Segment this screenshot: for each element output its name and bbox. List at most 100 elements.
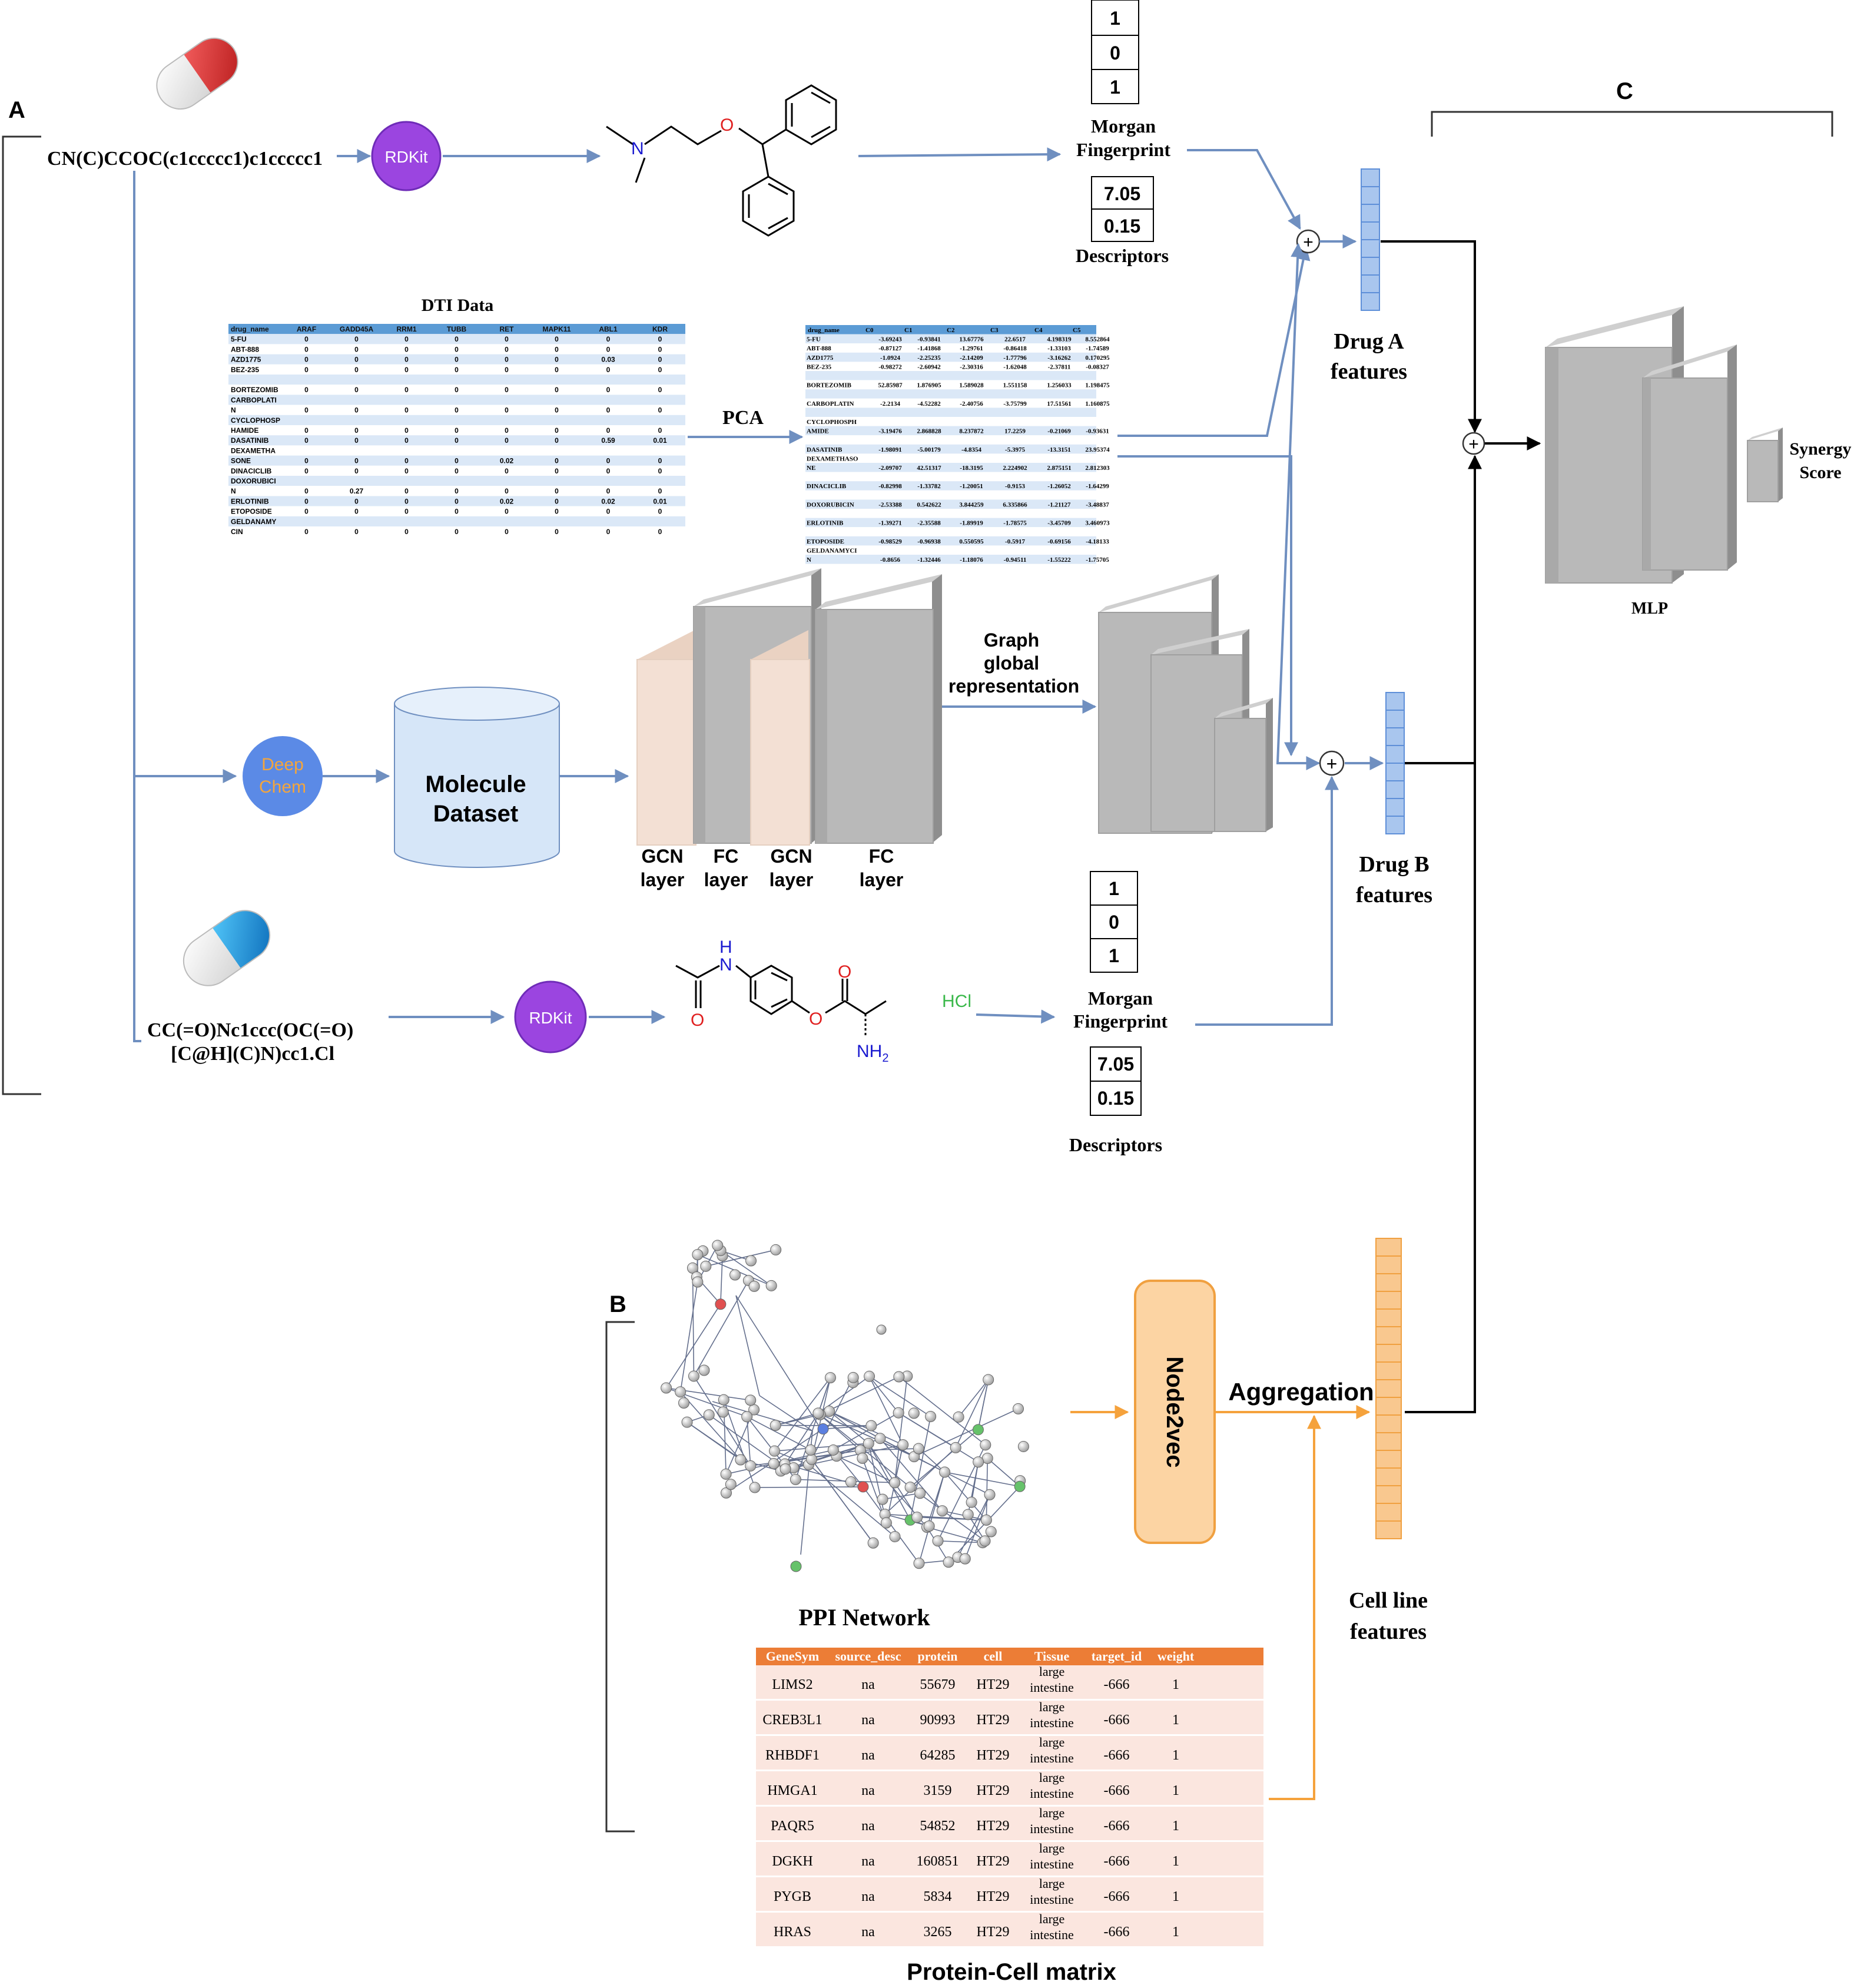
dti-cell: BEZ-235 (231, 366, 259, 374)
pca-cell: -0.8656 (880, 556, 900, 564)
pca-cell: 52.85987 (878, 382, 903, 389)
pca-cell: 22.6517 (1004, 336, 1026, 343)
protein-cell-value: na (861, 1889, 875, 1904)
protein-cell-value: 3265 (924, 1924, 952, 1940)
drug-a-features-label-2: features (1331, 359, 1407, 384)
protein-cell-value: intestine (1030, 1715, 1074, 1730)
dti-cell: GELDANAMY (231, 518, 276, 526)
pca-cell: -0.96938 (917, 538, 941, 545)
dti-cell: 0 (354, 335, 359, 343)
gcn-layer-1-label-2: layer (641, 869, 685, 890)
dti-cell: 0 (606, 335, 611, 343)
protein-cell-value: -666 (1104, 1818, 1130, 1834)
feature-cell (1375, 1432, 1402, 1451)
pca-cell: -5.00179 (917, 446, 941, 453)
feature-cell (1375, 1414, 1402, 1433)
pca-cell: -1.89919 (960, 520, 983, 527)
protein-cell-header: target_id (1092, 1649, 1142, 1664)
dti-cell: 0 (606, 528, 611, 536)
protein-cell-value: HT29 (977, 1818, 1010, 1834)
dti-cell: 0 (555, 436, 559, 445)
drug-b-fp-bit: 1 (1109, 945, 1119, 966)
dti-cell: 0 (354, 366, 359, 374)
drug-b-descriptors: 7.05 0.15 (1090, 1046, 1142, 1116)
dti-cell: 0 (606, 386, 611, 394)
feature-cell (1361, 221, 1380, 240)
dti-cell: 0 (404, 345, 409, 353)
plus-sign: + (1303, 233, 1314, 252)
feature-cell (1385, 798, 1405, 817)
pca-header-cell: C5 (1073, 327, 1081, 334)
pca-header-cell: C0 (865, 327, 874, 334)
dti-cell: 0 (455, 436, 459, 445)
pca-cell: -4.8354 (961, 446, 981, 453)
drug-a-fingerprint: 1 0 1 (1091, 0, 1139, 104)
pca-cell: -3.48837 (1086, 501, 1109, 508)
pca-cell: -1.29761 (960, 345, 983, 352)
feature-cell (1375, 1379, 1402, 1398)
drug-b-rdkit-label: RDKit (529, 1009, 572, 1027)
protein-cell-value: HT29 (977, 1924, 1010, 1940)
protein-cell-value: 1 (1172, 1924, 1179, 1940)
drug-b-atom-nh2: NH2 (857, 1042, 888, 1065)
dti-cell: 0 (505, 528, 509, 536)
mlp-label: MLP (1631, 599, 1668, 618)
dti-cell: 0 (404, 366, 409, 374)
protein-cell-value: na (861, 1712, 875, 1728)
protein-cell-value: na (861, 1854, 875, 1869)
pca-cell: 1.256033 (1047, 382, 1072, 389)
dti-cell: 0 (304, 406, 309, 415)
dti-cell: 0 (304, 457, 309, 465)
dti-cell: SONE (231, 457, 251, 465)
feature-cell (1385, 710, 1405, 728)
protein-cell-value: 3159 (924, 1783, 952, 1798)
drug-a-feature-vector (1361, 168, 1380, 311)
pca-cell: -2.60942 (917, 363, 941, 370)
dti-cell: 0 (658, 467, 662, 475)
pca-cell: -1.0924 (880, 354, 900, 362)
pca-cell: -4.18133 (1086, 538, 1109, 545)
pca-header-cell: drug_name (808, 327, 840, 334)
pca-cell: -1.62048 (1003, 363, 1027, 370)
pca-cell: -2.14209 (960, 354, 983, 362)
protein-cell-value: LIMS2 (772, 1677, 812, 1692)
protein-cell-header: GeneSym (766, 1649, 819, 1664)
pca-cell: -1.75705 (1086, 556, 1109, 564)
drug-b-structure (675, 965, 887, 1038)
dti-cell: 0.01 (653, 436, 667, 445)
drug-b-smiles-line-1: CC(=O)Nc1ccc(OC(=O) (147, 1019, 353, 1041)
drug-a-structure (606, 84, 837, 237)
ppi-network-label: PPI Network (798, 1604, 930, 1631)
drug-a-descriptors: 7.05 0.15 (1091, 176, 1154, 242)
pca-cell: -1.39271 (878, 520, 901, 527)
dti-header-cell: KDR (652, 325, 668, 333)
dti-cell: 0 (555, 497, 559, 505)
section-a-label: A (8, 97, 25, 123)
pca-cell: 0.550595 (959, 538, 984, 545)
section-c-bracket (1431, 111, 1833, 137)
gcn-layer-1-label-1: GCN (641, 846, 683, 867)
protein-cell-value: large (1039, 1805, 1065, 1820)
protein-cell-value: intestine (1030, 1892, 1074, 1907)
pca-cell: -0.69156 (1047, 538, 1071, 545)
drug-b-rdkit-node: RDKit (514, 980, 587, 1053)
protein-cell-value: 1 (1172, 1748, 1179, 1763)
dti-cell: 0 (606, 508, 611, 516)
pca-cell: -0.87127 (878, 345, 902, 352)
feature-cell (1375, 1450, 1402, 1469)
pca-cell: 13.67776 (959, 336, 984, 343)
dti-cell: 0 (658, 345, 662, 353)
dti-cell: 0 (505, 508, 509, 516)
dti-cell: CYCLOPHOSP (231, 416, 280, 425)
protein-cell-value: large (1039, 1664, 1065, 1679)
pca-cell: -1.74589 (1086, 345, 1109, 352)
dti-cell: 0 (555, 467, 559, 475)
pca-cell: -2.30316 (960, 363, 983, 370)
dti-cell: 0 (404, 497, 409, 505)
dti-cell: 0 (354, 345, 359, 353)
pca-cell: -2.40756 (960, 400, 983, 407)
dti-cell: 0 (658, 386, 662, 394)
dti-cell: 0 (404, 508, 409, 516)
dti-cell: 0 (606, 345, 611, 353)
